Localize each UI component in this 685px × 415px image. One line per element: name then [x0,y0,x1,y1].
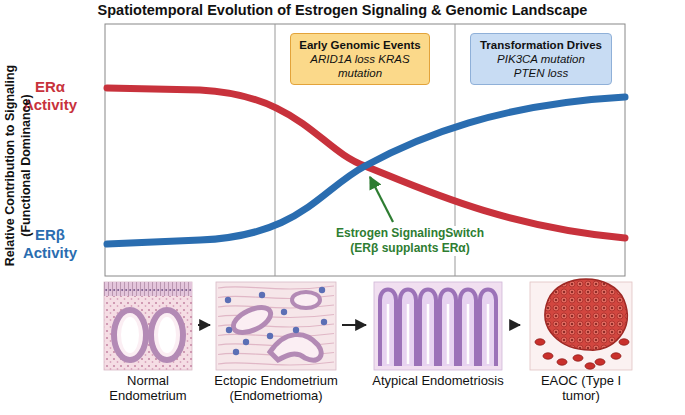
ectopic-tissue [216,282,336,370]
ectopic-tissue [218,334,334,337]
event-box: Transformation DrivesPIK3CA mutation PTE… [470,33,612,85]
stage-arrow [198,324,210,326]
ectopic-tissue [319,287,325,293]
ectopic-tissue [270,335,321,361]
tumor [535,339,545,345]
normal-tissue [158,317,176,353]
normal-tissue [121,317,139,353]
chart-panel [105,24,625,276]
tumor [535,339,629,369]
atypical-tissue [460,290,476,367]
ectopic-tissue [216,282,336,370]
stage-label: Atypical Endometriosis [370,373,506,388]
atypical-tissue [480,290,496,367]
atypical-tissue [374,282,502,370]
tumor [585,363,595,369]
tumor [545,279,627,350]
tumor [557,359,567,365]
normal-tissue [104,282,192,370]
ectopic-tissue [218,286,334,289]
stage-label: Normal Endometrium [102,373,194,403]
normal-tissue [114,310,146,360]
gene-list: ARID1A loss KRAS mutation [310,52,410,80]
atypical-tissue [374,282,502,370]
normal-tissue [151,310,183,360]
atypical-tissue [387,304,390,364]
chart-title: Spatiotemporal Evolution of Estrogen Sig… [0,2,685,18]
chart-panel [105,24,625,276]
event-box: Early Genomic EventsARID1A loss KRAS mut… [290,33,430,85]
atypical-tissue [447,304,450,364]
normal-tissue [104,282,192,296]
ectopic-tissue [225,287,327,355]
tumor [543,353,553,359]
ectopic-tissue [259,292,265,298]
ectopic-tissue [230,302,275,337]
atypical-tissue [407,304,410,364]
chart-panel [275,24,276,276]
activity-curves [107,97,625,244]
switch-arrow [370,177,393,222]
tissue-stage: Atypical Endometriosis [368,280,508,388]
normal-tissue [104,282,192,370]
atypical-tissue [380,290,396,367]
gene-list: PIK3CA mutation PTEN loss [491,52,591,80]
tumor [595,359,605,365]
switch-note: Estrogen SignalingSwitch (ERβ supplants … [322,226,498,256]
atypical-tissue [420,290,436,367]
tumor [530,279,632,370]
ectopic-tissue [281,309,287,315]
atypical-tissue [380,290,496,367]
axis-title: Relative Contribution to Signaling (Func… [3,41,34,291]
ectopic-tissue [218,362,334,365]
ectopic-tissue [293,327,299,333]
atypical-tissue [467,304,470,364]
tumor [611,353,621,359]
ectopic-tissue [226,327,232,333]
ectopic-tissue [218,286,334,365]
stage-label: EAOC (Type I tumor) [524,373,638,403]
stage-label: Ectopic Endometrium (Endometrioma) [214,373,338,403]
atypical-tissue [427,304,430,364]
atypical-tissue [440,290,456,367]
tumor [619,339,629,345]
atypical-tissue [400,290,416,367]
switch-arrow [370,177,393,222]
ectopic-tissue [292,292,320,308]
ectopic-tissue [321,319,327,325]
box-heading: Early Genomic Events [297,38,423,52]
stage-arrow [342,324,366,326]
ectopic-tissue [233,349,239,355]
tissue-stage: EAOC (Type I tumor) [522,280,640,403]
ectopic-tissue [267,333,273,339]
ectopic-tissue [225,297,231,303]
ectopic-tissue [243,339,249,345]
activity-curves [107,88,625,244]
normal-tissue [104,282,192,370]
tissue-stage: Ectopic Endometrium (Endometrioma) [212,280,340,403]
atypical-tissue [487,304,490,364]
tissue-stage: Normal Endometrium [100,280,196,403]
box-heading: Transformation Drives [477,38,605,52]
ectopic-tissue [230,302,275,337]
stage-arrow [510,324,520,326]
tumor [573,355,583,361]
